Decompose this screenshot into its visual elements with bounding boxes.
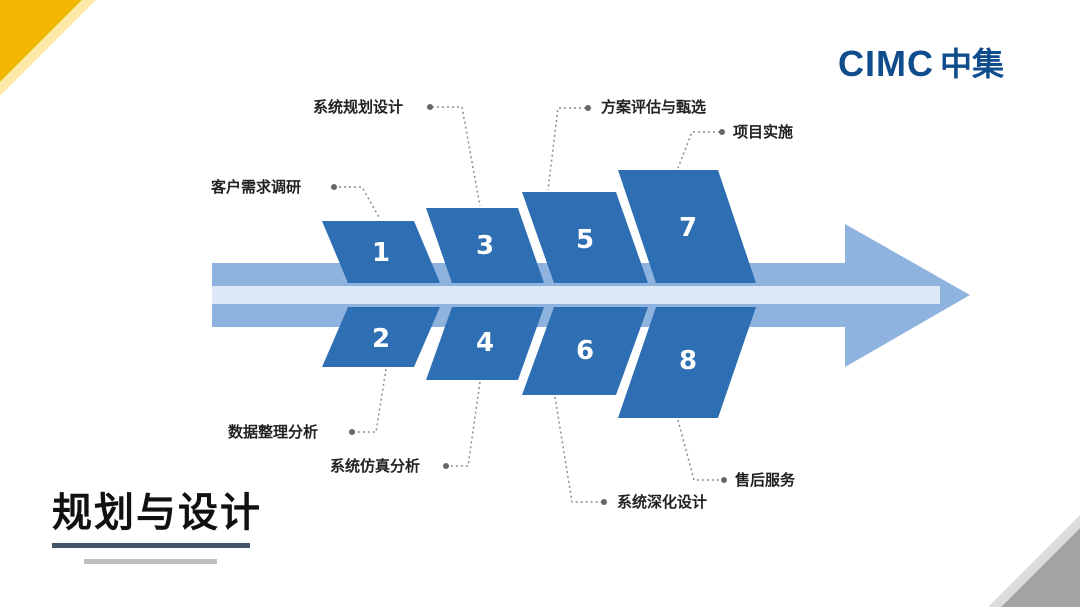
step-label-5: 方案评估与甄选 (601, 98, 707, 116)
step-label-1: 客户需求调研 (211, 178, 302, 196)
step-number-2: 2 (371, 324, 391, 354)
connector-5 (547, 107, 586, 191)
corner-decoration-top-light (0, 0, 96, 96)
step-label-6: 系统深化设计 (617, 493, 708, 511)
step-number-5: 5 (575, 225, 595, 255)
step-label-7: 项目实施 (733, 123, 794, 141)
connector-1 (334, 186, 381, 220)
step-block-1 (322, 221, 440, 283)
connector-dot-7 (719, 129, 725, 135)
arrow-stripe (212, 286, 940, 304)
logo-text-en: CIMC (838, 43, 934, 84)
step-block-5 (522, 192, 648, 283)
step-block-6 (522, 307, 648, 395)
connector-dot-8 (721, 477, 727, 483)
step-number-6: 6 (575, 336, 595, 366)
connector-4 (446, 381, 481, 467)
step-number-1: 1 (371, 238, 391, 268)
step-label-3: 系统规划设计 (313, 98, 404, 116)
step-number-4: 4 (475, 328, 495, 358)
step-label-4: 系统仿真分析 (330, 457, 421, 475)
connector-8 (677, 419, 722, 481)
connector-2 (352, 368, 387, 433)
step-number-7: 7 (678, 213, 698, 243)
corner-decoration-bottom-light (988, 515, 1080, 607)
connector-6 (554, 396, 602, 503)
step-number-3: 3 (475, 231, 495, 261)
step-label-8: 售后服务 (735, 471, 796, 489)
connector-3 (432, 106, 481, 207)
title-underline-dark (52, 543, 250, 548)
connector-dot-3 (427, 104, 433, 110)
step-block-8 (618, 307, 756, 418)
step-block-2 (322, 307, 440, 367)
connector-dot-6 (601, 499, 607, 505)
connector-dot-2 (349, 429, 355, 435)
connector-dot-4 (443, 463, 449, 469)
page-title: 规划与设计 (52, 490, 262, 536)
step-block-4 (426, 307, 544, 380)
logo-text-cn: 中集 (940, 45, 1005, 83)
connector-dot-1 (331, 184, 337, 190)
step-block-7 (618, 170, 756, 283)
title-underline-light (84, 559, 217, 564)
step-block-3 (426, 208, 544, 283)
cimc-logo: CIMC 中集 (838, 44, 1004, 84)
connector-7 (677, 131, 720, 169)
step-number-8: 8 (678, 346, 698, 376)
step-label-2: 数据整理分析 (228, 423, 319, 441)
connector-dot-5 (585, 105, 591, 111)
